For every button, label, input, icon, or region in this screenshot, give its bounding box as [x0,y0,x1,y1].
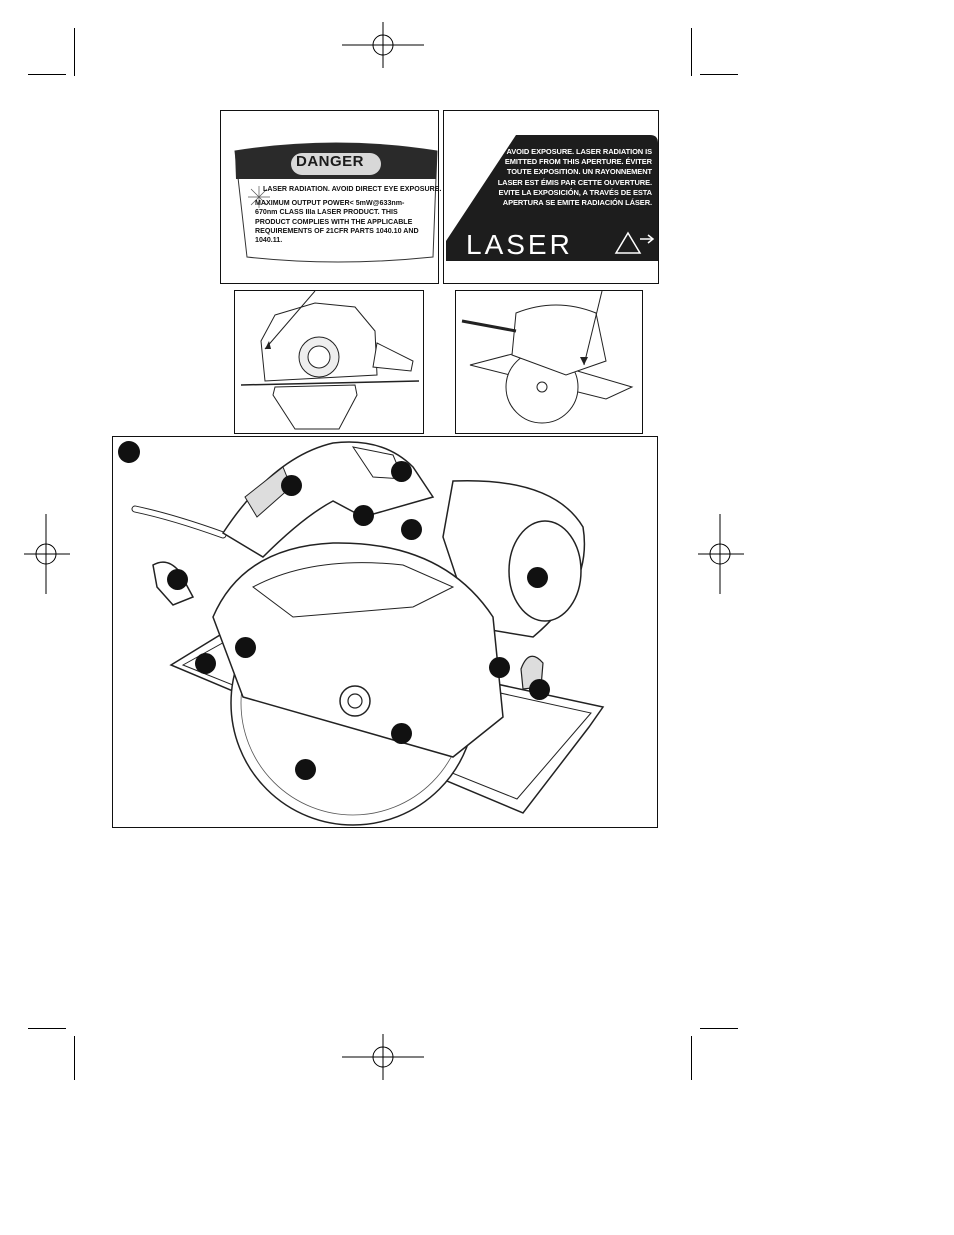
callout-marker [281,475,302,496]
saw-side-view-panel [234,290,424,434]
saw-angle-view-icon [461,290,634,424]
aperture-label-panel: AVOID EXPOSURE. LASER RADIATION IS EMITT… [443,110,659,284]
aperture-label-shape [446,135,658,261]
callout-marker [529,679,550,700]
callout-marker [489,657,510,678]
callout-marker [401,519,422,540]
callout-marker [353,505,374,526]
callout-marker [167,569,188,590]
danger-label-shape [234,142,438,263]
danger-body-text: MAXIMUM OUTPUT POWER< 5mW@633nm-670nm CL… [255,199,419,245]
circular-saw-icon [131,441,605,826]
registration-mark-bottom [342,1034,424,1080]
registration-mark-right [698,514,744,594]
danger-heading: DANGER [295,153,364,170]
callout-marker [195,653,216,674]
danger-label-panel: DANGER LASER RADIATION. AVOID DIRECT EYE… [220,110,441,284]
callout-marker [391,461,412,482]
main-figure-panel [112,436,658,828]
callout-marker [527,567,548,588]
registration-mark-top [342,22,424,68]
aperture-warning-text: AVOID EXPOSURE. LASER RADIATION IS EMITT… [497,147,652,208]
callout-marker [295,759,316,780]
callout-marker [235,637,256,658]
laser-logo-word: LASER [466,229,573,260]
saw-angle-view-panel [455,290,643,434]
danger-warning-line: LASER RADIATION. AVOID DIRECT EYE EXPOSU… [263,185,442,193]
figure-number-marker [118,441,140,463]
saw-side-view-icon [240,290,420,430]
registration-mark-left [24,514,70,594]
callout-marker [391,723,412,744]
